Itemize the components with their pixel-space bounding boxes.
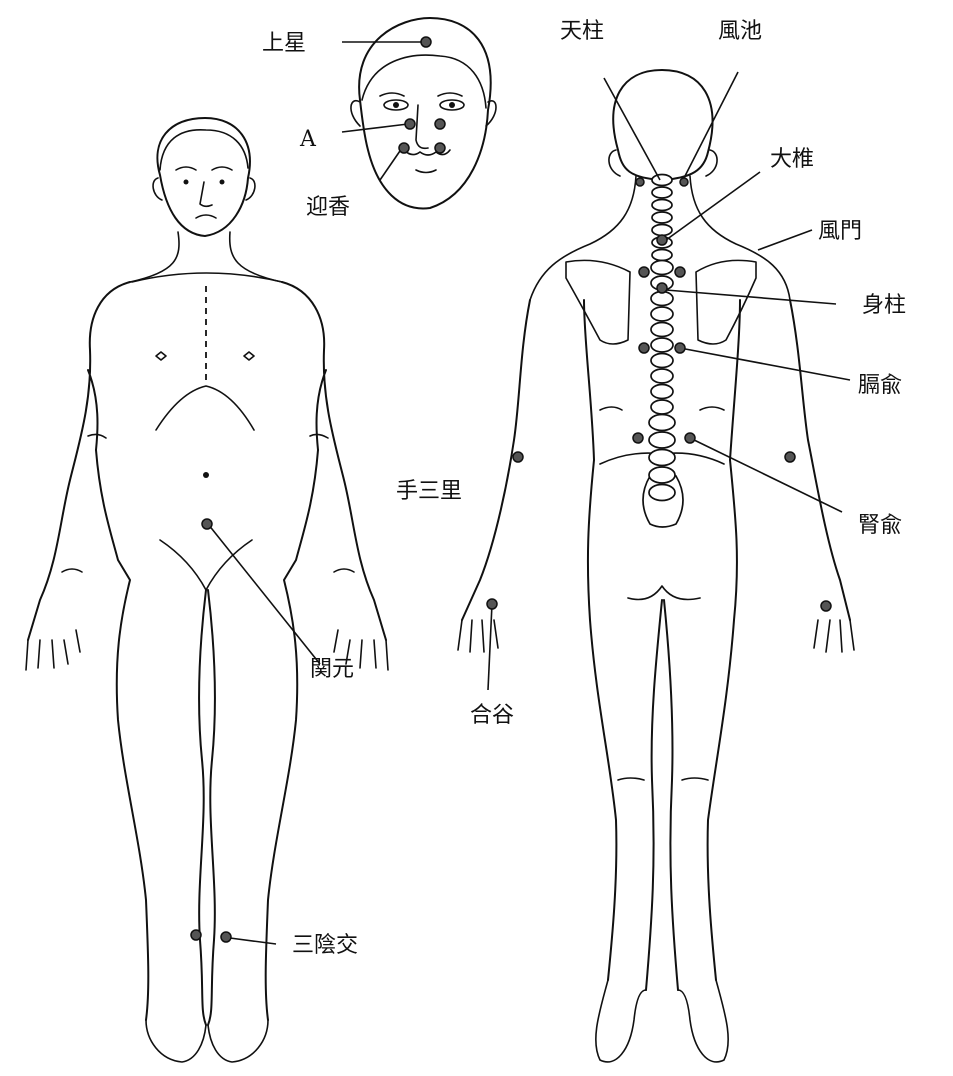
hegu-point-right <box>821 601 831 611</box>
label-yingxiang: 迎香 <box>306 195 350 220</box>
point-labels: 上星 A 迎香 天柱 風池 大椎 風門 身柱 膈兪 手三里 腎兪 関元 合谷 三… <box>262 19 906 958</box>
shangxing-point <box>421 37 431 47</box>
spine-vertebrae <box>649 175 675 501</box>
vertebra <box>651 338 673 352</box>
leader-lines <box>208 42 850 944</box>
vertebra <box>652 175 672 186</box>
vertebra <box>652 187 672 198</box>
label-shangxing: 上星 <box>262 31 306 56</box>
dazhui-point <box>657 235 667 245</box>
label-sanyinjiao: 三陰交 <box>292 933 358 958</box>
shoushanli-point-back-right <box>785 452 795 462</box>
label-a-point: A <box>299 127 317 152</box>
shenzhu-point <box>657 283 667 293</box>
label-tianzhu: 天柱 <box>560 19 604 44</box>
vertebra <box>651 261 673 275</box>
vertebra <box>651 385 673 399</box>
vertebra <box>649 450 675 466</box>
shoushanli-point-back <box>513 452 523 462</box>
label-hegu: 合谷 <box>470 703 514 728</box>
yingxiang-point-left <box>399 143 409 153</box>
sanyinjiao-point-left <box>191 930 201 940</box>
label-dazhui: 大椎 <box>770 147 814 172</box>
label-fengmen: 風門 <box>818 219 862 244</box>
label-shoushanli: 手三里 <box>396 479 462 504</box>
front-body-figure <box>26 118 388 1062</box>
vertebra <box>652 225 672 236</box>
a-point-left <box>405 119 415 129</box>
geshu-point-left <box>639 343 649 353</box>
tianzhu-point-right <box>680 178 688 186</box>
vertebra <box>652 212 672 223</box>
guanyuan-point <box>202 519 212 529</box>
shenshu-point-left <box>633 433 643 443</box>
vertebra <box>652 250 672 261</box>
vertebra <box>651 400 673 414</box>
fengmen-point-left <box>639 267 649 277</box>
shenshu-point-right <box>685 433 695 443</box>
fengmen-point-right <box>675 267 685 277</box>
acupoints <box>191 37 831 942</box>
tianzhu-point-left <box>636 178 644 186</box>
hegu-point-left <box>487 599 497 609</box>
label-shenzhu: 身柱 <box>862 293 906 318</box>
label-fengchi: 風池 <box>718 19 762 44</box>
vertebra <box>649 485 675 501</box>
vertebra <box>652 200 672 211</box>
yingxiang-point-right <box>435 143 445 153</box>
vertebra <box>649 415 675 431</box>
label-geshu: 膈兪 <box>858 373 902 398</box>
label-shenshu: 腎兪 <box>858 513 902 538</box>
vertebra <box>649 432 675 448</box>
vertebra <box>651 354 673 368</box>
sanyinjiao-point-right <box>221 932 231 942</box>
vertebra <box>651 369 673 383</box>
vertebra <box>651 307 673 321</box>
geshu-point-right <box>675 343 685 353</box>
a-point-right <box>435 119 445 129</box>
vertebra <box>649 467 675 483</box>
label-guanyuan: 関元 <box>310 657 354 682</box>
vertebra <box>651 323 673 337</box>
